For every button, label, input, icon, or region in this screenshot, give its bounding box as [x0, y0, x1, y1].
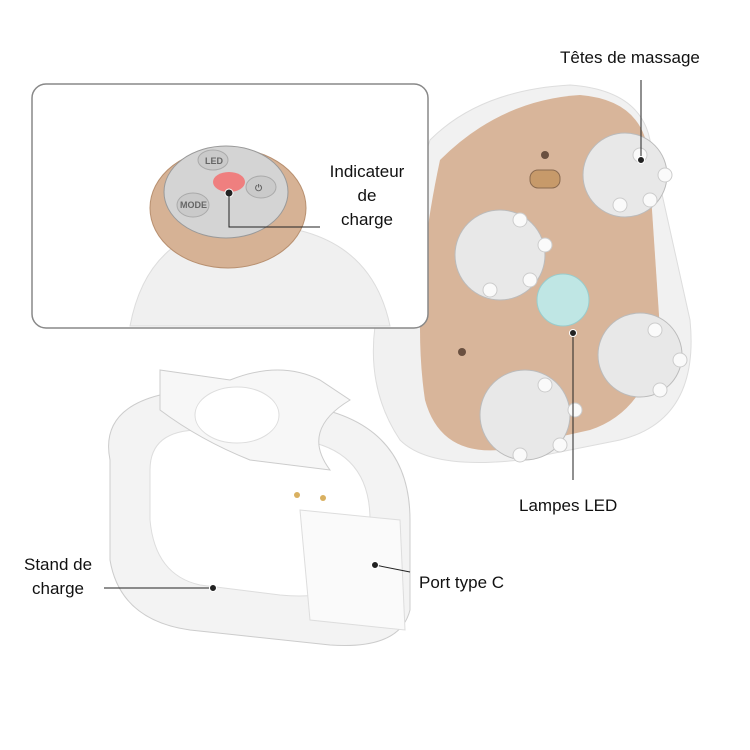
- charging-stand-label: Stand de charge: [24, 553, 92, 601]
- power-icon: ⏻: [255, 183, 263, 193]
- led-button-label: LED: [205, 156, 224, 166]
- charge-indicator-label: Indicateur de charge: [327, 160, 407, 232]
- charging-stand-line2: charge: [32, 579, 84, 598]
- massage-heads-label: Têtes de massage: [560, 48, 700, 67]
- port-label: Port type C: [419, 573, 505, 592]
- charge-indicator-line2: de: [357, 186, 377, 205]
- charging-stand-line1: Stand de: [24, 555, 93, 574]
- charge-indicator-line3: charge: [341, 210, 393, 229]
- leader-lines: [104, 80, 645, 592]
- mode-button-label: MODE: [180, 200, 207, 210]
- massage-nodes: [482, 147, 688, 463]
- led-lamp: [536, 273, 590, 327]
- charging-stand: [108, 369, 411, 647]
- inset-panel: LED MODE ⏻: [31, 83, 429, 329]
- led-lamps-label: Lampes LED: [519, 496, 618, 515]
- charge-indicator-light: [213, 172, 245, 192]
- charge-indicator-line1: Indicateur: [329, 162, 405, 181]
